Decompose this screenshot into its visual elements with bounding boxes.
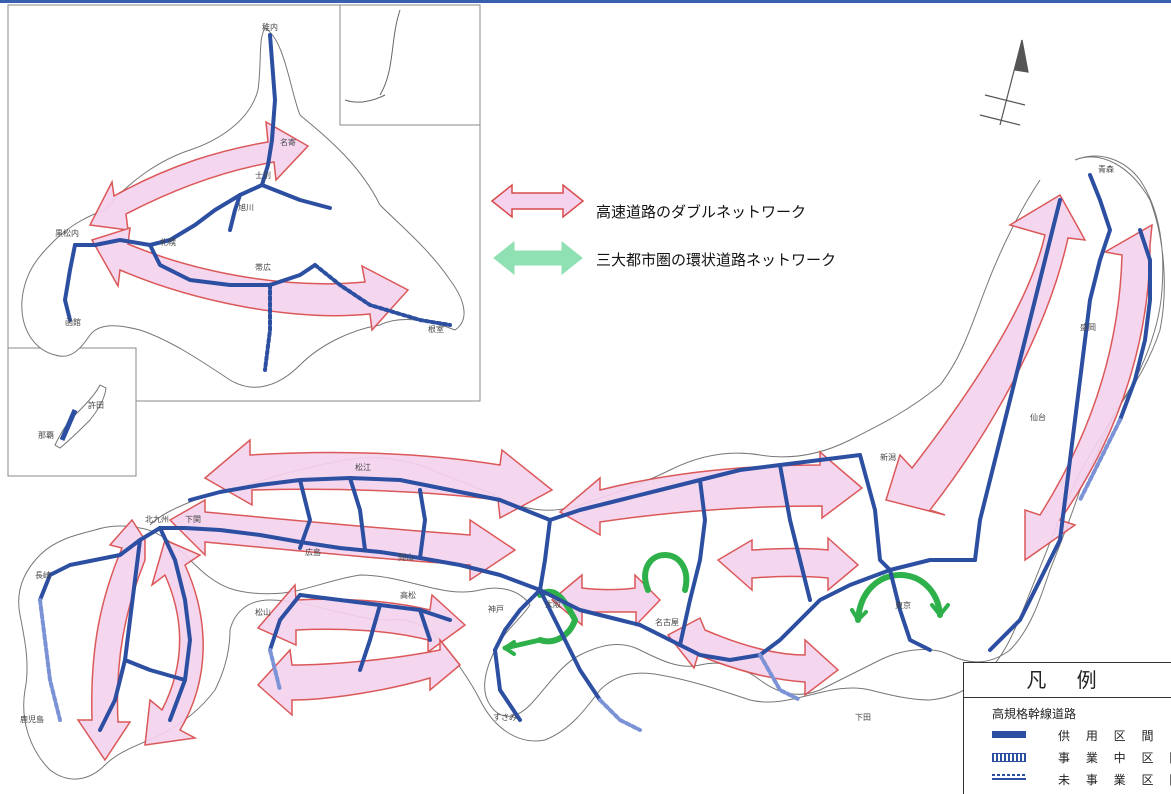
city-label-obihiro: 帯広 xyxy=(255,262,271,272)
city-label-okayama: 岡山 xyxy=(398,552,414,562)
ring-network-key-arrow xyxy=(493,240,583,276)
double-network-key-arrow xyxy=(490,183,585,219)
city-label-kagoshima: 鹿児島 xyxy=(20,714,44,724)
ring-network-key-label: 三大都市圏の環状道路ネットワーク xyxy=(596,251,837,269)
arrow-sanyo xyxy=(168,498,517,582)
city-label-susami: すさみ xyxy=(493,713,517,722)
okinawa-expressway xyxy=(59,409,78,441)
city-label-kobe: 神戸 xyxy=(488,604,504,614)
unbuilt-sections xyxy=(38,418,1122,732)
double-network-arrows xyxy=(76,120,1153,762)
sakhalin-inset-frame xyxy=(339,4,481,126)
city-label-naha: 那覇 xyxy=(38,431,54,440)
arrow-kyushu-east xyxy=(144,538,204,746)
city-label-nemuro: 根室 xyxy=(428,324,444,334)
legend-subtitle: 高規格幹線道路 xyxy=(992,707,1077,721)
expressway-network xyxy=(38,33,1152,732)
legend-item-label: 事 業 中 区 間 xyxy=(1058,751,1171,765)
arrow-hokkaido-north xyxy=(88,120,310,231)
city-label-nagasaki: 長崎 xyxy=(35,570,51,580)
city-label-hiroshima: 広島 xyxy=(305,547,321,557)
sakhalin-coast xyxy=(344,9,401,103)
ring-network-arrows xyxy=(502,551,950,656)
city-label-morioka: 盛岡 xyxy=(1080,322,1096,332)
legend-item-label: 供 用 区 間 xyxy=(1058,729,1160,743)
honshu-land xyxy=(18,155,1165,780)
city-label-matsuyama: 松山 xyxy=(255,607,271,617)
city-label-kuromatsunai: 黒松内 xyxy=(55,228,79,238)
city-label-asahikawa: 旭川 xyxy=(238,202,254,212)
arrow-hokuriku xyxy=(558,450,864,537)
city-label-shibetsu: 士別 xyxy=(255,170,271,180)
city-label-nayoro: 名寄 xyxy=(280,137,296,147)
city-label-niigata: 新潟 xyxy=(880,452,896,462)
city-label-aomori: 青森 xyxy=(1098,164,1114,174)
legend-swatch-dashed xyxy=(992,774,1026,776)
arrow-shikoku-south xyxy=(256,637,462,717)
arrow-chubu xyxy=(716,536,860,592)
legend-item-label: 未 事 業 区 間 xyxy=(1058,773,1171,787)
arrow-kyushu-west xyxy=(76,518,146,762)
city-label-tokyo: 東京 xyxy=(895,600,911,610)
arrow-tohoku-east xyxy=(1024,223,1153,562)
arrow-tohoku-west xyxy=(885,193,1087,516)
city-label-shimoda: 下田 xyxy=(855,713,871,722)
ring-nagoya xyxy=(642,551,690,593)
legend-title: 凡 例 xyxy=(964,663,1171,698)
city-label-hakodate: 函館 xyxy=(65,317,81,327)
double-network-key-label: 高速道路のダブルネットワーク xyxy=(596,203,807,221)
city-label-takamatsu: 高松 xyxy=(400,590,416,600)
north-arrow xyxy=(979,39,1029,126)
city-label-osaka: 大阪 xyxy=(545,599,561,609)
city-label-shimonoseki: 下関 xyxy=(185,515,201,524)
city-labels: 稚内 名寄 士別 旭川 札幌 帯広 黒松内 函館 根室 許田 那覇 青森 盛岡 … xyxy=(20,22,1114,724)
legend-box: 凡 例 高規格幹線道路 供 用 区 間 事 業 中 区 間 未 事 業 区 間 xyxy=(963,662,1171,794)
legend-swatch-hatched xyxy=(992,753,1026,762)
city-label-kitakyushu: 北九州 xyxy=(145,515,169,524)
city-label-wakkanai: 稚内 xyxy=(262,22,278,32)
city-label-sendai: 仙台 xyxy=(1030,412,1046,422)
ring-osaka xyxy=(537,588,579,645)
city-label-sapporo: 札幌 xyxy=(160,237,176,247)
city-label-kyoda: 許田 xyxy=(88,400,104,410)
legend-swatch-solid xyxy=(992,731,1026,738)
city-label-matsue: 松江 xyxy=(355,462,371,472)
city-label-nagoya: 名古屋 xyxy=(655,617,679,627)
ring-tokyo xyxy=(855,571,943,623)
okinawa-inset-frame xyxy=(7,347,137,477)
